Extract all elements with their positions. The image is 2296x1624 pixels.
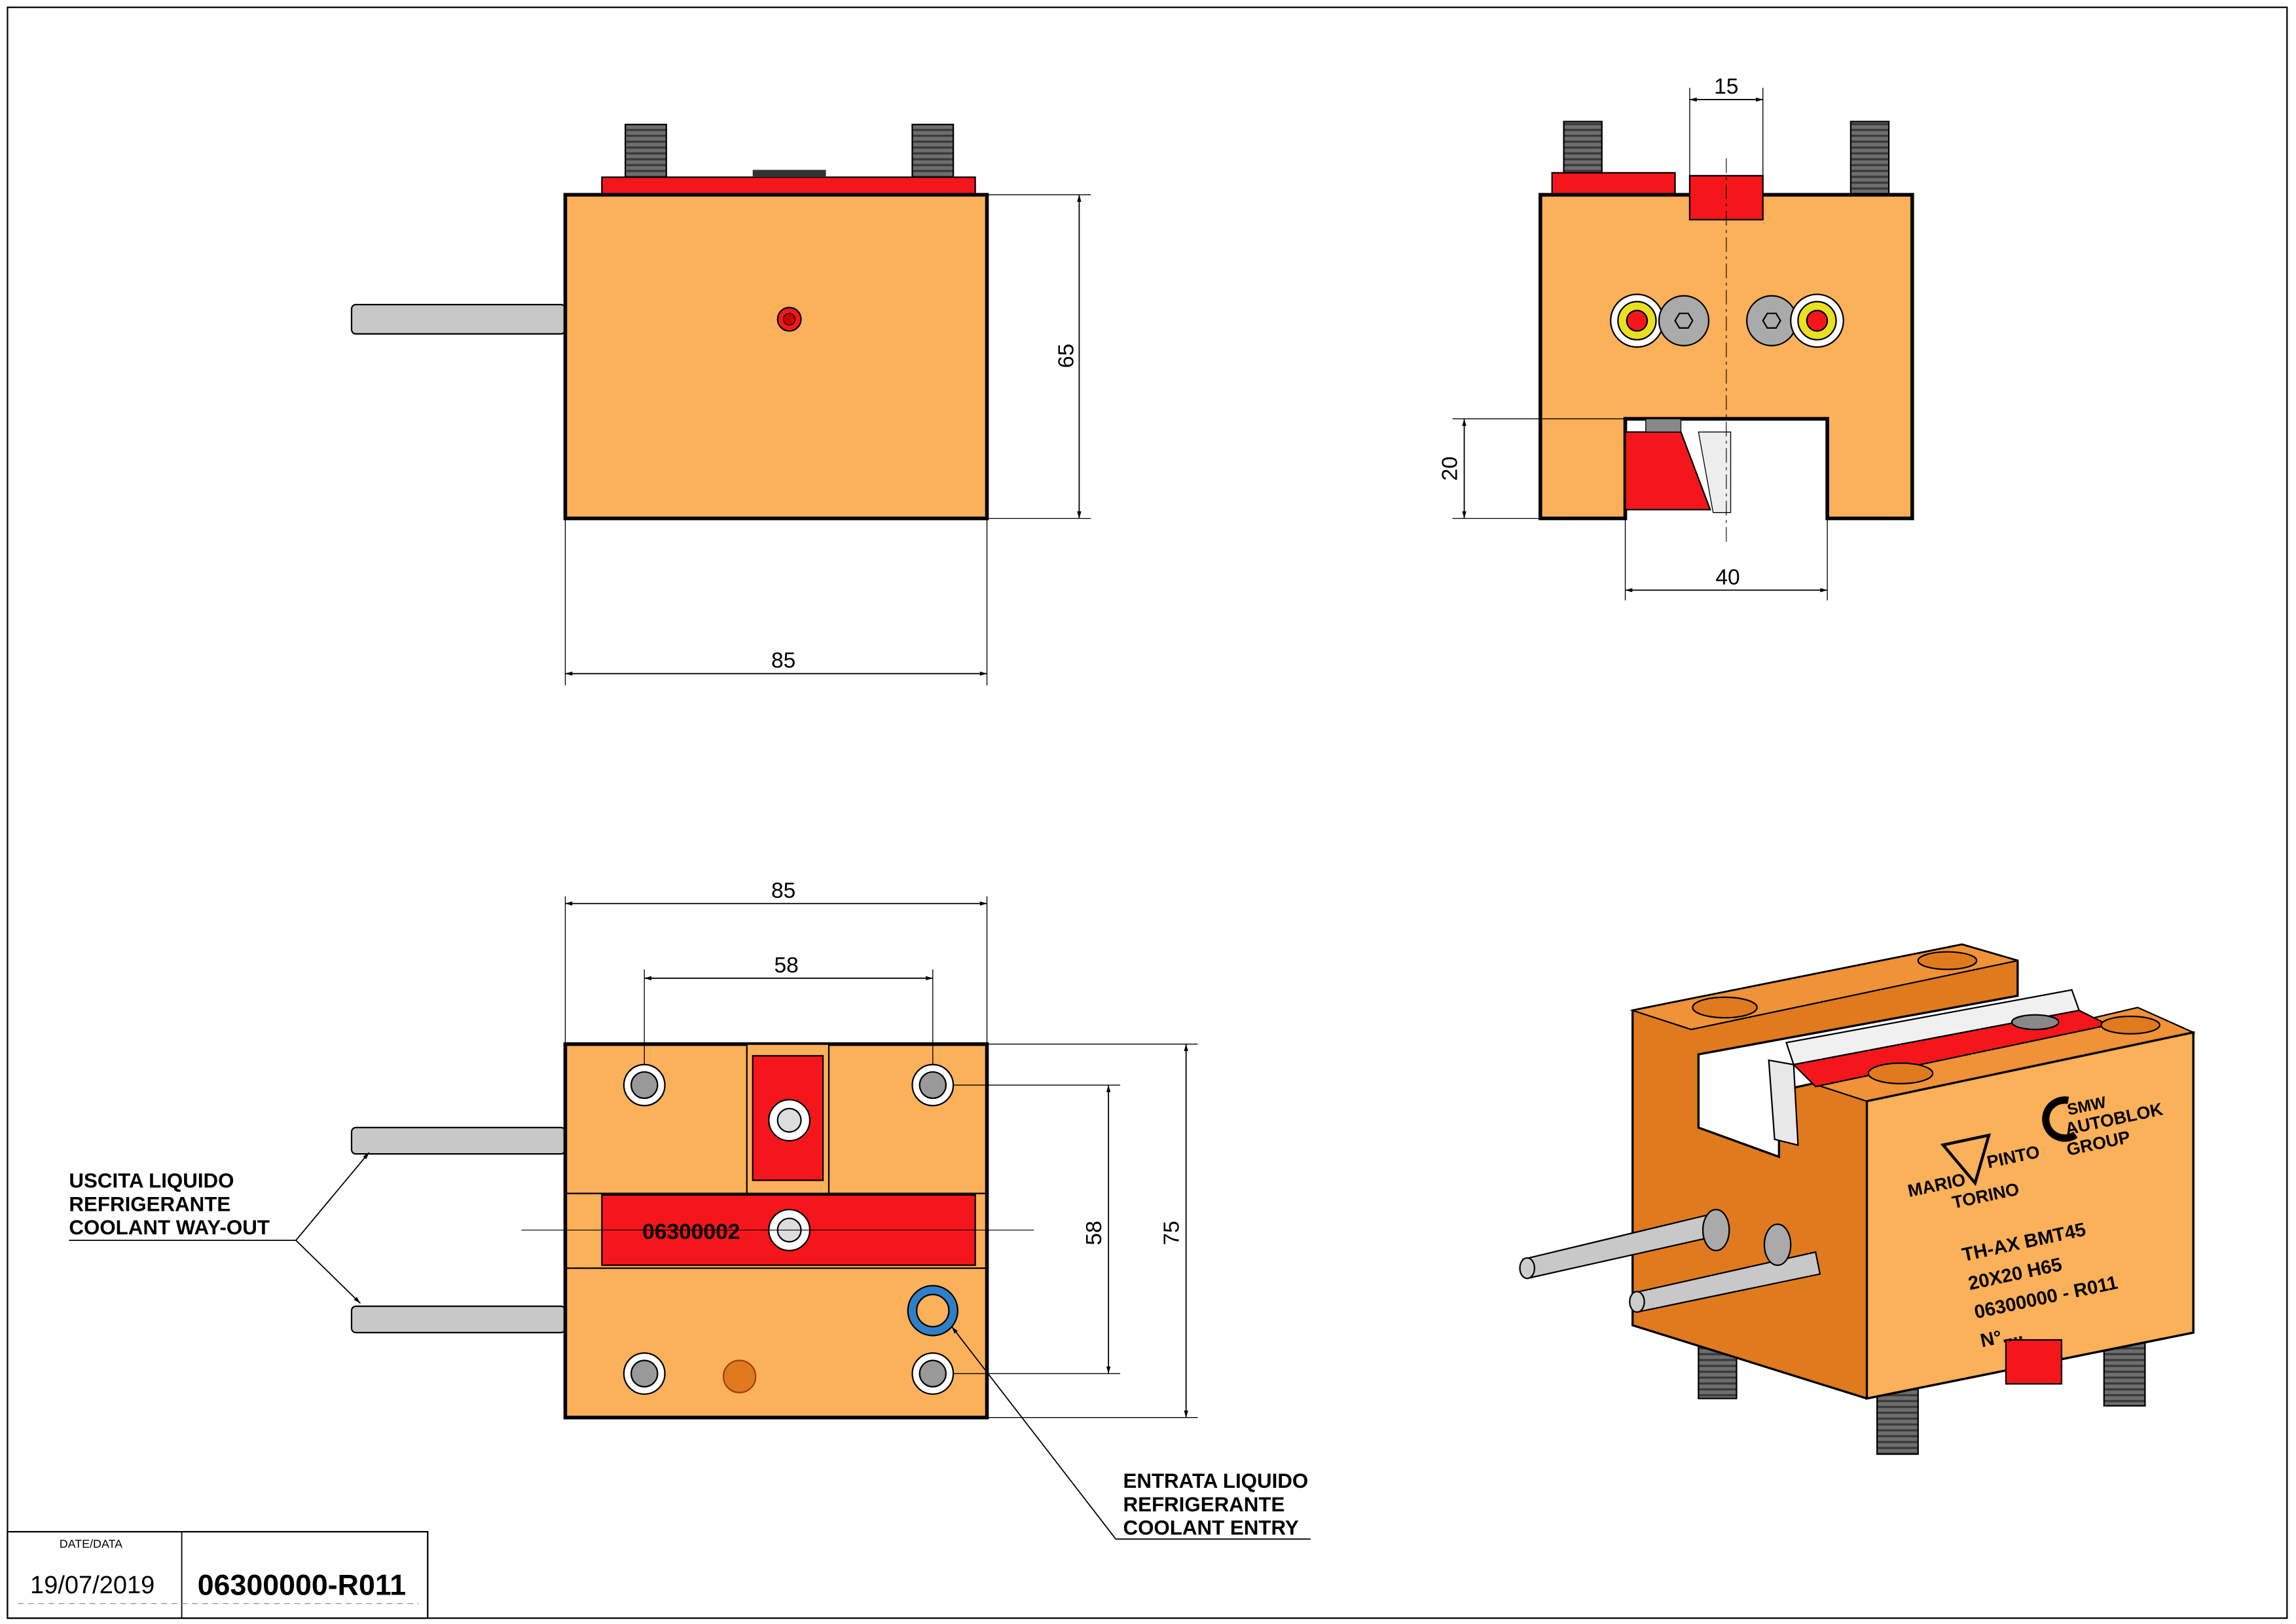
dim-hole-spacing-v: 58	[1082, 1221, 1106, 1245]
svg-text:REFRIGERANTE: REFRIGERANTE	[69, 1192, 230, 1215]
dim-width: 85	[771, 879, 795, 903]
coolant-in-label: ENTRATA LIQUIDO REFRIGERANTE COOLANT ENT…	[951, 1326, 1311, 1540]
front-view: 06300002 85 58 58 75	[350, 879, 1198, 1420]
title-block: DATE/DATA 19/07/2019 06300000-R011	[7, 1530, 429, 1619]
dim-slot-depth: 20	[1438, 456, 1462, 481]
red-plate	[601, 176, 976, 196]
top-view: 65 85	[350, 123, 1091, 686]
coolant-rod-in	[350, 1305, 566, 1334]
svg-text:USCITA LIQUIDO: USCITA LIQUIDO	[69, 1170, 234, 1192]
coolant-rod-out	[350, 1126, 566, 1155]
coolant-out-label: USCITA LIQUIDO REFRIGERANTE COOLANT WAY-…	[69, 1152, 370, 1304]
tool-body	[563, 193, 989, 521]
plug	[722, 1359, 757, 1393]
clamp-wedge	[1624, 431, 1711, 511]
top-key	[752, 170, 826, 177]
dim-hole-spacing-h: 58	[774, 953, 798, 978]
side-view: 15 20 40	[1438, 75, 1914, 600]
svg-text:ENTRATA LIQUIDO: ENTRATA LIQUIDO	[1123, 1469, 1308, 1492]
svg-text:REFRIGERANTE: REFRIGERANTE	[1123, 1493, 1285, 1516]
screws	[1610, 293, 1844, 348]
isometric-view: MARIO PINTO TORINO SMW AUTOBLOK GROUP TH…	[1519, 943, 2196, 1455]
dim-slot-top: 15	[1714, 75, 1738, 99]
date-value: 19/07/2019	[30, 1572, 155, 1599]
dim-height: 65	[1054, 344, 1078, 368]
date-label: DATE/DATA	[60, 1538, 122, 1551]
front-face	[1865, 1031, 2195, 1400]
dim-height: 75	[1159, 1221, 1184, 1245]
dim-slot-width: 40	[1715, 565, 1740, 589]
smw-logo	[2042, 1096, 2078, 1142]
drawing-number: 06300000-R011	[198, 1569, 406, 1601]
sheet-border	[7, 7, 2288, 1619]
coolant-rod	[350, 304, 566, 335]
part-code: 06300002	[642, 1220, 740, 1244]
svg-text:COOLANT WAY-OUT: COOLANT WAY-OUT	[69, 1216, 270, 1239]
mario-pinto-logo	[1940, 1133, 1992, 1187]
dim-width: 85	[771, 649, 795, 673]
svg-text:COOLANT ENTRY: COOLANT ENTRY	[1123, 1517, 1298, 1540]
stud	[1850, 120, 1890, 196]
